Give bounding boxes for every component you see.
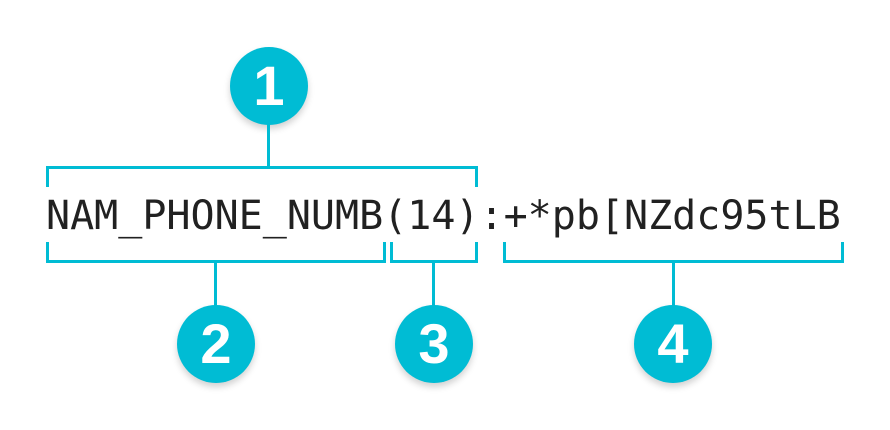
marker-number-4: 4 [657,312,689,375]
marker-badge-3: 3 [395,305,473,383]
field-name-text: NAM_PHONE_NUMB [46,193,384,239]
record-string: NAM_PHONE_NUMB(14):+*pb[NZdc95tLB [46,196,841,236]
connector-line-2 [214,261,217,307]
marker-badge-2: 2 [177,305,255,383]
bracket-field-name [46,242,386,263]
marker-number-1: 1 [253,54,285,117]
connector-line-3 [432,261,435,307]
bracket-field-length [390,242,478,263]
marker-badge-1: 1 [230,47,308,125]
marker-number-3: 3 [418,312,450,375]
field-value-text: +*pb[NZdc95tLB [503,193,841,239]
separator-text: : [479,193,504,239]
bracket-field-name-with-length [46,166,478,187]
marker-badge-4: 4 [634,305,712,383]
bracket-field-value [503,242,844,263]
field-length-text: (14) [383,193,480,239]
connector-line-4 [672,261,675,307]
connector-line-1 [267,124,270,166]
marker-number-2: 2 [200,312,232,375]
